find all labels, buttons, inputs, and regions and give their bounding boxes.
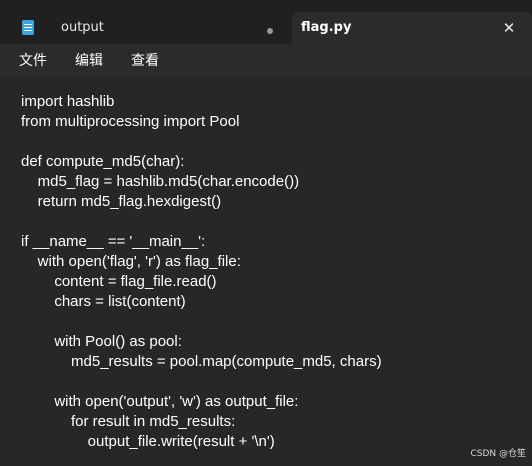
title-bar: output flag.py ✕ bbox=[0, 0, 532, 44]
menu-edit[interactable]: 编辑 bbox=[75, 53, 103, 69]
code-line: for result in md5_results: bbox=[21, 413, 236, 430]
code-line: def compute_md5(char): bbox=[21, 153, 185, 170]
notepad-icon bbox=[22, 20, 34, 35]
code-line bbox=[21, 312, 382, 332]
code-line: output_file.write(result + '\n') bbox=[21, 433, 275, 450]
code-line: with Pool() as pool: bbox=[21, 333, 182, 350]
code-line: if __name__ == '__main__': bbox=[21, 233, 206, 250]
tab-flag-py-label: flag.py bbox=[301, 20, 352, 35]
code-line: with open('flag', 'r') as flag_file: bbox=[21, 253, 241, 270]
menu-file[interactable]: 文件 bbox=[19, 53, 47, 69]
code-line: from multiprocessing import Pool bbox=[21, 113, 240, 130]
watermark: CSDN @仓笙 bbox=[470, 449, 526, 459]
tab-output-label: output bbox=[61, 20, 104, 35]
tab-output[interactable]: output bbox=[8, 12, 290, 44]
code-line: import hashlib bbox=[21, 93, 115, 110]
menu-view[interactable]: 查看 bbox=[131, 53, 159, 69]
code-line: return md5_flag.hexdigest() bbox=[21, 193, 222, 210]
tab-flag-py[interactable]: flag.py ✕ bbox=[292, 12, 532, 44]
code-line bbox=[21, 132, 382, 152]
code-line bbox=[21, 372, 382, 392]
code-line: chars = list(content) bbox=[21, 293, 186, 310]
code-line: md5_results = pool.map(compute_md5, char… bbox=[21, 353, 382, 370]
code-line: md5_flag = hashlib.md5(char.encode()) bbox=[21, 173, 300, 190]
code-line bbox=[21, 212, 382, 232]
close-icon[interactable]: ✕ bbox=[502, 19, 516, 37]
code-line: with open('output', 'w') as output_file: bbox=[21, 393, 299, 410]
code-content: import hashlib from multiprocessing impor… bbox=[21, 92, 382, 452]
text-editor-area[interactable]: import hashlib from multiprocessing impor… bbox=[0, 78, 532, 466]
unsaved-dot-icon bbox=[267, 28, 273, 34]
menu-bar: 文件 编辑 查看 bbox=[0, 44, 532, 78]
code-line: content = flag_file.read() bbox=[21, 273, 217, 290]
